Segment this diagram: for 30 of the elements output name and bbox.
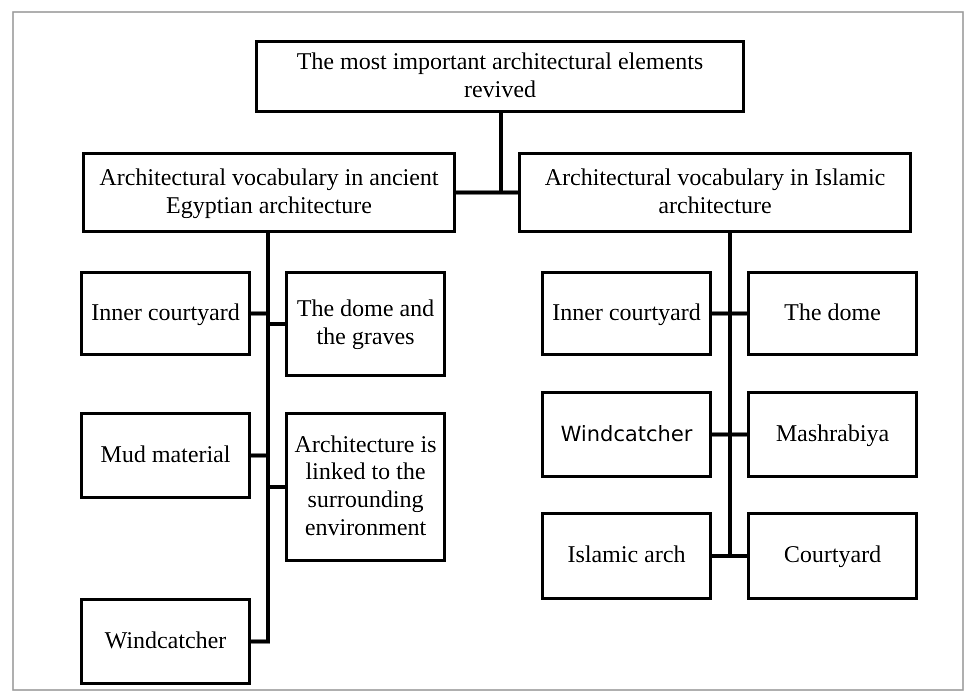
box-label: Mud material xyxy=(100,442,230,470)
text-box xyxy=(255,40,745,113)
box-label: The dome and the graves xyxy=(296,296,436,352)
text-box xyxy=(285,412,446,562)
text-box xyxy=(285,271,446,377)
box-label: Windcatcher xyxy=(560,422,692,447)
box-label: Mashrabiya xyxy=(776,420,890,448)
text-box xyxy=(80,598,251,685)
box-label: Inner courtyard xyxy=(552,300,701,328)
text-box xyxy=(747,271,918,356)
text-box xyxy=(747,391,918,478)
box-label: Architectural vocabulary in Islamic architecture xyxy=(544,164,886,220)
box-label: Architectural vocabulary in ancient Egyptian architecture xyxy=(98,164,440,220)
text-box xyxy=(541,391,712,478)
text-box xyxy=(541,512,712,600)
text-box xyxy=(80,271,251,356)
box-label: Inner courtyard xyxy=(91,300,240,328)
text-box xyxy=(747,512,918,600)
text-box xyxy=(518,152,912,233)
connector-line xyxy=(728,232,748,558)
box-label: Courtyard xyxy=(784,542,882,570)
box-label: Architecture is linked to the surrounding environment xyxy=(294,432,438,542)
box-label: Islamic arch xyxy=(568,542,686,570)
text-box xyxy=(80,412,251,499)
text-box xyxy=(541,271,712,356)
box-label: Windcatcher xyxy=(104,628,226,656)
text-box xyxy=(82,152,456,233)
connector-line xyxy=(250,232,270,644)
box-label: The most important architectural elements revived xyxy=(296,48,704,104)
box-label: The dome xyxy=(784,300,881,328)
